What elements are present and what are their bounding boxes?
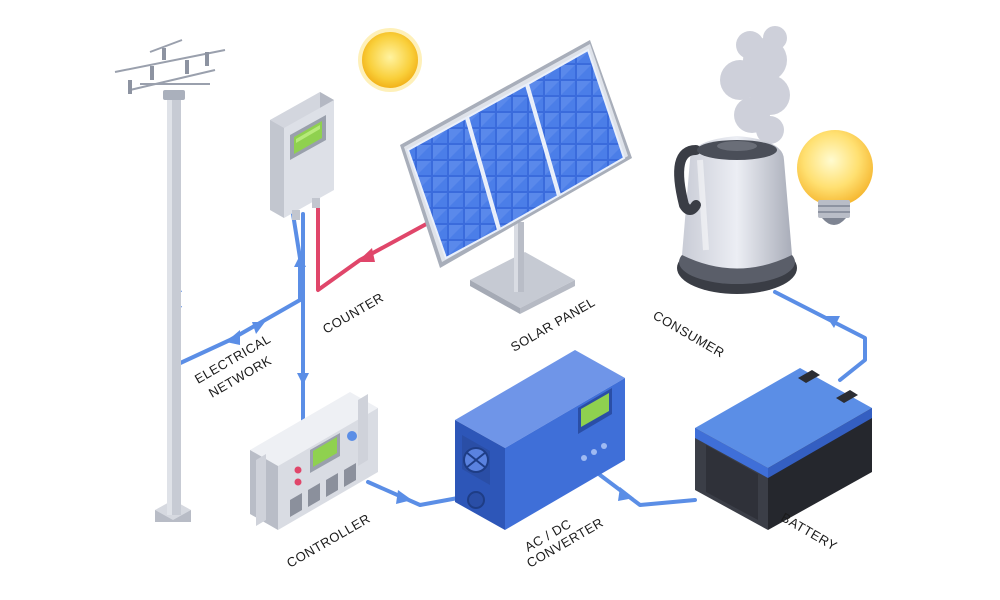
wire-arrows <box>170 248 840 504</box>
arrow-network-left <box>226 330 240 345</box>
utility-pole-icon <box>114 39 226 522</box>
sun-icon <box>358 28 422 92</box>
arrow-up-counter <box>294 255 306 267</box>
inverter-icon <box>455 350 625 530</box>
wire-controller-to-converter <box>366 480 460 507</box>
arrow-to-converter <box>396 490 412 504</box>
arrow-network-right <box>252 322 265 334</box>
arrow-pink <box>357 248 375 262</box>
label-consumer: CONSUMER <box>651 308 728 361</box>
label-counter: COUNTER <box>320 290 386 337</box>
arrow-to-consumer <box>826 316 840 328</box>
battery-icon <box>695 368 872 530</box>
wire-converter-to-battery <box>598 473 697 507</box>
wires <box>174 113 867 507</box>
arrow-to-battery <box>618 487 634 501</box>
wire-battery-to-consumer <box>773 290 867 382</box>
electric-meter-icon <box>270 92 334 220</box>
charge-controller-icon <box>250 392 378 530</box>
wire-network-to-counter <box>291 212 302 302</box>
wire-solar-to-counter <box>316 198 432 292</box>
kettle-icon <box>674 26 797 294</box>
label-battery: BATTERY <box>779 510 840 554</box>
arrow-down-controller <box>297 373 309 385</box>
steam-icon <box>720 26 790 144</box>
light-bulb-icon <box>797 130 873 225</box>
solar-panel-icon <box>400 40 632 314</box>
label-controller: CONTROLLER <box>284 511 373 571</box>
